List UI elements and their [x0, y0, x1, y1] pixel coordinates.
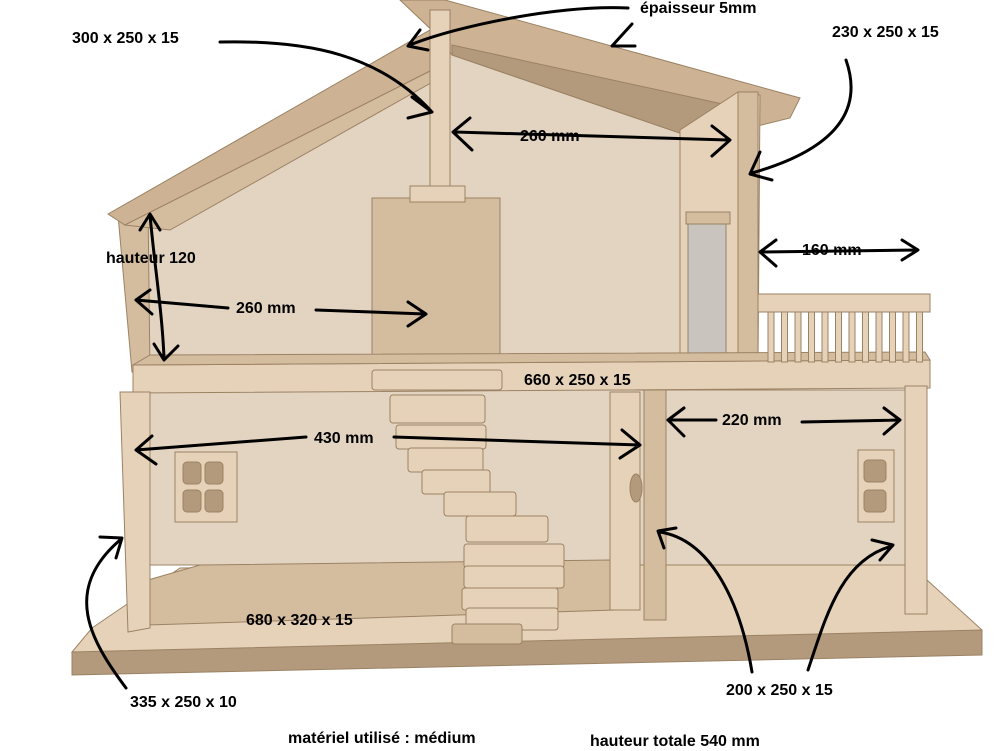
balcony-baluster	[781, 311, 788, 363]
arrow-roof-thickness	[406, 6, 637, 52]
stair-step	[407, 447, 484, 473]
window-pane	[863, 459, 887, 483]
arrow-balcony-depth	[758, 238, 920, 268]
arrow-partition-right	[806, 538, 895, 672]
balcony-baluster	[794, 311, 802, 363]
window-pane	[182, 461, 202, 485]
label-upper-height: hauteur 120	[106, 250, 196, 267]
stair-step	[389, 394, 486, 424]
balcony-baluster	[889, 311, 896, 363]
window-pane	[182, 489, 202, 513]
right-upper-wall-edge	[737, 91, 759, 368]
arrow-roof-right-panel	[748, 58, 853, 182]
arrow-lower-right-width	[666, 406, 902, 438]
stair-step	[421, 469, 491, 495]
balcony-baluster	[821, 311, 829, 363]
base-board-front	[71, 629, 983, 676]
label-material: matériel utilisé : médium	[288, 730, 476, 747]
label-lower-left-width: 430 mm	[314, 430, 374, 447]
balcony-baluster	[808, 311, 815, 363]
arrow-side-wall	[85, 535, 128, 690]
stair-base	[451, 623, 523, 645]
label-roof-thickness: épaisseur 5mm	[640, 0, 757, 17]
window-pane	[204, 489, 224, 513]
balcony-baluster	[902, 311, 910, 363]
label-floor-panel: 660 x 250 x 15	[524, 372, 631, 389]
arrow-lower-left-width	[134, 428, 642, 466]
balcony-door	[687, 221, 727, 363]
stair-step	[463, 543, 565, 569]
arrow-partition-left	[656, 526, 754, 674]
balcony-baluster	[835, 311, 842, 363]
label-side-wall: 335 x 250 x 10	[130, 694, 237, 711]
balcony-rail-top	[757, 293, 931, 313]
label-upper-span: 260 mm	[520, 128, 580, 145]
label-balcony-depth: 160 mm	[802, 242, 862, 259]
label-upper-left-width: 260 mm	[236, 300, 296, 317]
arrow-upper-height	[138, 212, 180, 362]
stair-step	[463, 565, 565, 589]
left-end-wall	[117, 204, 151, 373]
label-partition: 200 x 250 x 15	[726, 682, 833, 699]
window-pane	[863, 489, 887, 513]
label-lower-right-width: 220 mm	[722, 412, 782, 429]
left-window-panes	[182, 461, 224, 513]
stair-step	[465, 515, 549, 543]
arrow-upper-left-width	[134, 288, 428, 328]
balcony-baluster	[767, 311, 775, 363]
label-base-panel: 680 x 320 x 15	[246, 612, 353, 629]
balcony-baluster	[862, 311, 869, 363]
balcony-baluster	[875, 311, 883, 363]
right-window-panes	[863, 459, 887, 513]
stair-step	[443, 491, 517, 517]
balcony-baluster	[916, 311, 923, 363]
stair-cylinder-upper	[371, 197, 501, 371]
window-pane	[204, 461, 224, 485]
stair-step	[461, 587, 559, 611]
balcony-door-frame	[685, 211, 731, 225]
stair-step	[371, 369, 503, 391]
label-total-height: hauteur totale 540 mm	[590, 733, 760, 750]
partition-edge	[643, 389, 667, 621]
stair-cylinder-band	[409, 185, 466, 203]
arrow-roof-top-panel	[218, 40, 434, 120]
spiral-staircase	[371, 369, 565, 645]
arrow-upper-span	[451, 116, 732, 158]
annotation-arrows	[85, 6, 920, 690]
label-roof-right-panel: 230 x 250 x 15	[832, 24, 939, 41]
upper-floor-top	[131, 351, 931, 366]
wooden-house-illustration	[70, 0, 983, 676]
balcony-balusters	[767, 311, 923, 363]
right-end-wall	[904, 385, 928, 615]
left-side-wall-lower	[119, 391, 151, 633]
balcony-baluster	[848, 311, 856, 363]
partition-hole	[629, 473, 643, 503]
label-roof-top-panel: 300 x 250 x 15	[72, 30, 179, 47]
